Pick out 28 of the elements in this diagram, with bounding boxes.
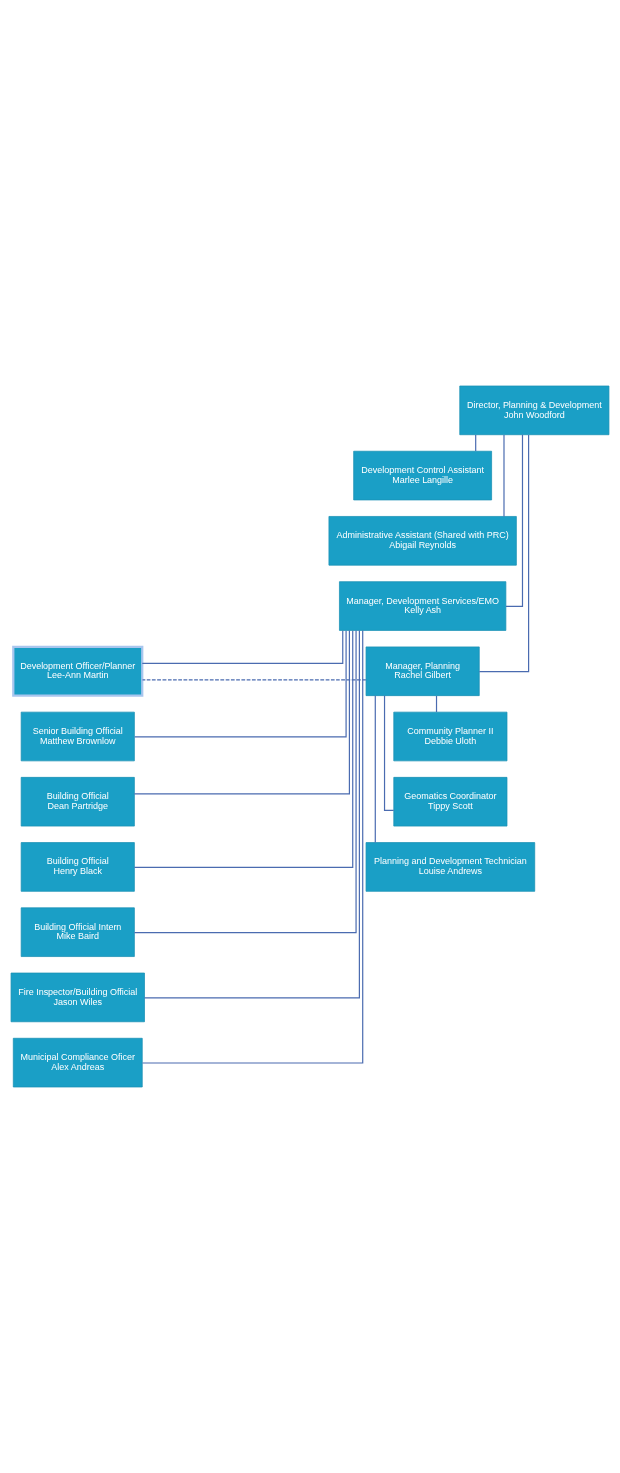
connector (503, 434, 505, 517)
connector (134, 630, 347, 738)
connector (133, 630, 354, 868)
node-box: Planning and Development Technician Louise Andrews (365, 842, 536, 892)
node-box: Administrative Assistant (Shared with PRC) Abigail Reynolds (328, 516, 517, 566)
connector (133, 630, 350, 795)
node-box: Building Official Intern Mike Baird (20, 907, 135, 957)
node-box: Senior Building Official Matthew Brownlow (20, 711, 135, 762)
node-box: Geomatics Coordinator Tippy Scott (393, 777, 508, 827)
connector (141, 679, 367, 681)
connector (505, 434, 524, 607)
node-box: Director, Planning & Development John Woodford (459, 385, 610, 436)
connector (133, 630, 357, 934)
node-box: Building Official Henry Black (20, 842, 135, 892)
connector (383, 695, 395, 811)
node-box: Municipal Compliance Oficer Alex Andreas (12, 1037, 143, 1088)
node-box: Community Planner II Debbie Uloth (393, 711, 508, 762)
node-box: Manager, Planning Rachel Gilbert (365, 646, 480, 696)
node-box: Building Official Dean Partridge (20, 777, 135, 827)
connector (478, 434, 530, 673)
node-box: Development Control Assistant Marlee Langille (353, 450, 492, 501)
node-box: Development Officer/Planner Lee-Ann Martin (12, 645, 144, 697)
connector (374, 695, 376, 844)
node-box: Fire Inspector/Building Official Jason Wiles (10, 972, 145, 1023)
connector (141, 630, 364, 1064)
connector (143, 629, 360, 999)
connector (141, 630, 344, 664)
node-box: Manager, Development Services/EMO Kelly Ash (339, 581, 507, 631)
